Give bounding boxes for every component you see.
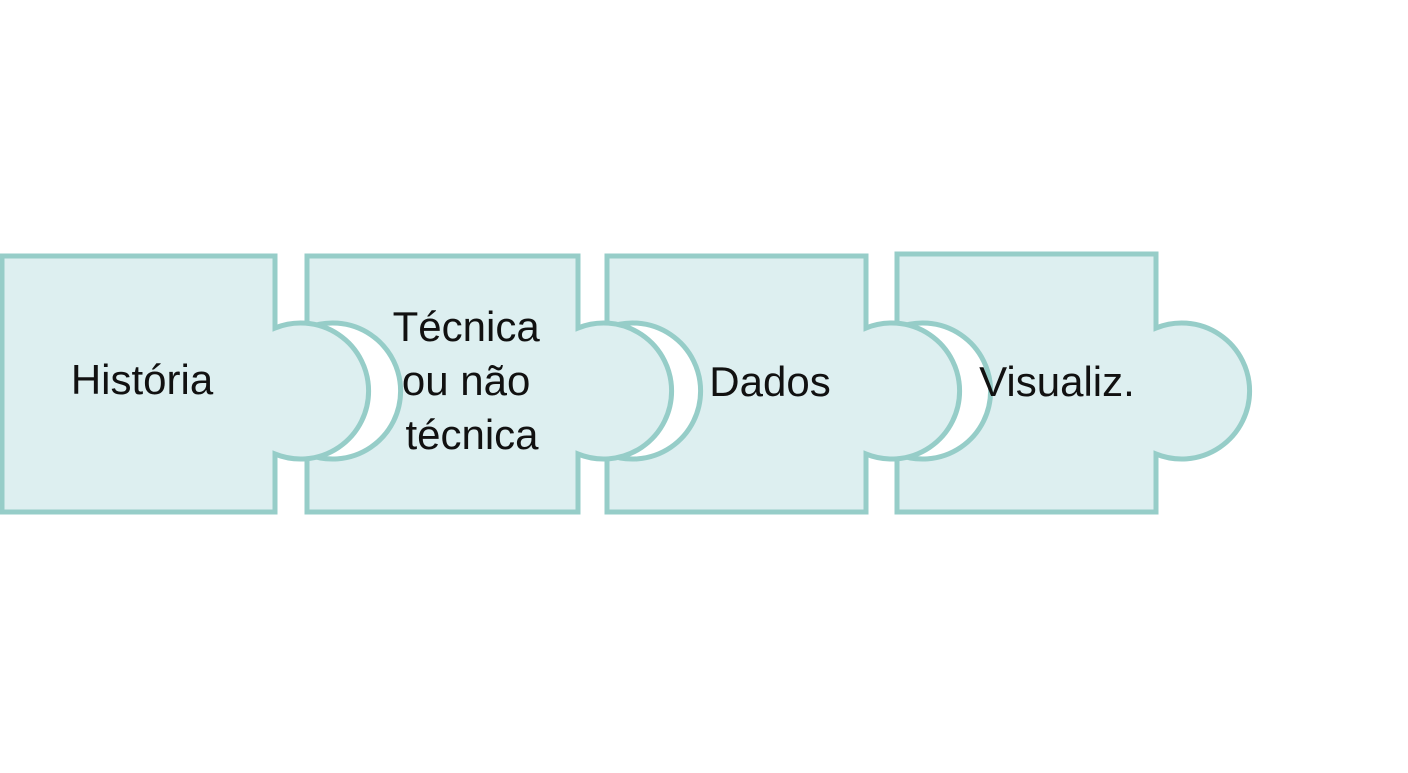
- puzzle-piece-dados-label: Dados: [709, 358, 830, 405]
- puzzle-piece-dados-line-1: Dados: [709, 358, 830, 405]
- puzzle-piece-tecnica-line-2: ou não: [402, 357, 530, 404]
- puzzle-piece-historia-shape: [0, 253, 372, 515]
- puzzle-piece-tecnica-shape: [304, 253, 675, 515]
- puzzle-piece-tecnica: Técnica ou não técnica: [304, 253, 675, 515]
- puzzle-piece-historia-line-1: História: [71, 356, 214, 403]
- puzzle-piece-historia-label: História: [71, 356, 214, 403]
- puzzle-piece-visualiz-shape: [894, 251, 1253, 515]
- puzzle-piece-visualiz-label: Visualiz.: [979, 358, 1135, 405]
- puzzle-piece-dados: Dados: [604, 253, 963, 515]
- puzzle-piece-dados-shape: [604, 253, 963, 515]
- puzzle-piece-tecnica-line-1: Técnica: [393, 303, 541, 350]
- puzzle-piece-visualiz: Visualiz.: [894, 251, 1253, 515]
- puzzle-piece-visualiz-line-1: Visualiz.: [979, 358, 1135, 405]
- puzzle-piece-historia: História: [0, 253, 372, 515]
- puzzle-piece-tecnica-line-3: técnica: [405, 411, 539, 458]
- puzzle-piece-tecnica-label: Técnica ou não técnica: [393, 303, 552, 458]
